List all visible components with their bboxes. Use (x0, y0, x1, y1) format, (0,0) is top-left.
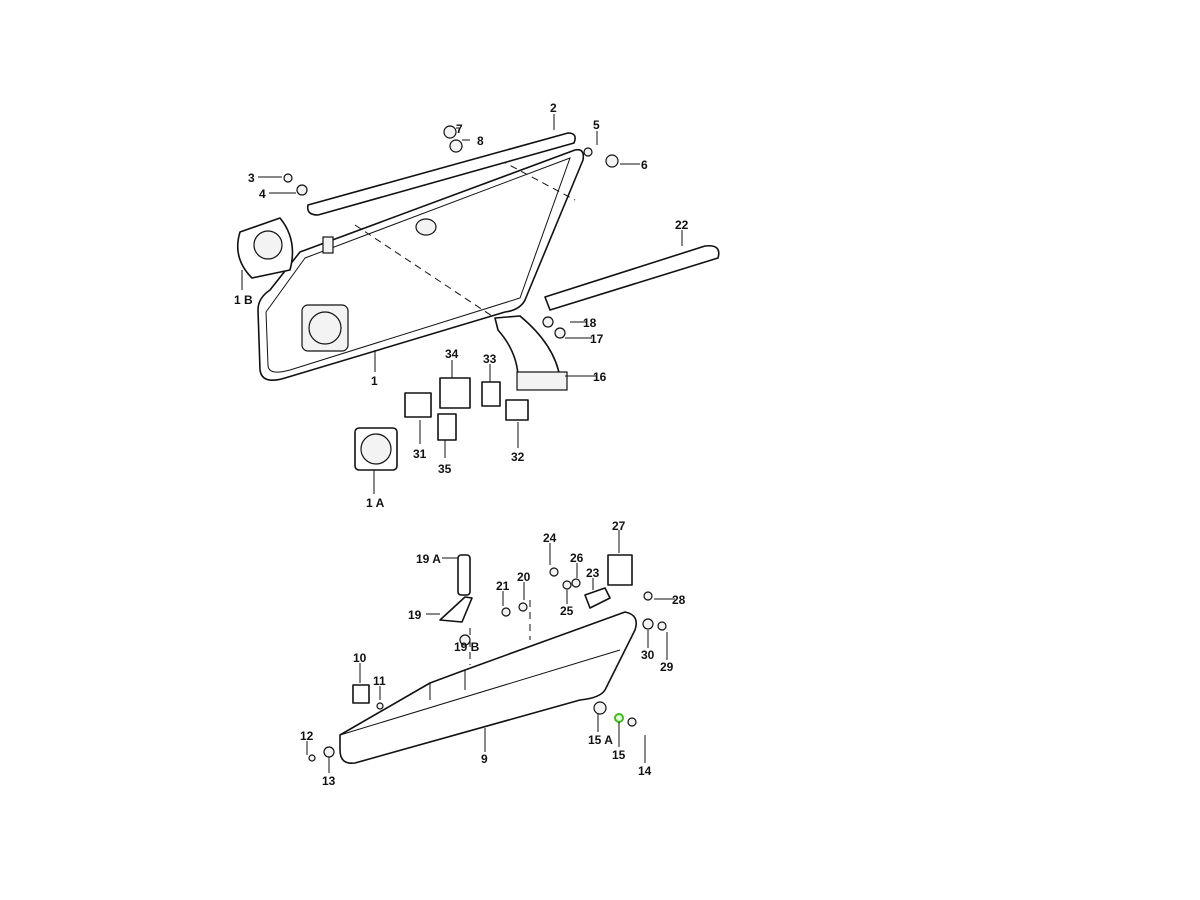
callout-28[interactable]: 28 (672, 593, 686, 607)
armrest-pocket[interactable] (339, 600, 638, 765)
callout-2[interactable]: 2 (550, 101, 557, 115)
callout-11[interactable]: 11 (373, 674, 386, 688)
fasteners (283, 125, 667, 762)
switch-34[interactable] (439, 377, 471, 409)
switch-31[interactable] (404, 392, 432, 418)
clip-10[interactable] (352, 684, 370, 704)
callouts: 1 1 A 1 B 2 3 4 5 6 7 8 9 10 11 12 13 14… (234, 101, 689, 788)
callout-15a[interactable]: 15 A (588, 733, 613, 747)
switch-35[interactable] (437, 413, 457, 441)
callout-26[interactable]: 26 (570, 551, 584, 565)
callout-19[interactable]: 19 (408, 608, 422, 622)
part-19a[interactable] (457, 554, 471, 596)
callout-24[interactable]: 24 (543, 531, 557, 545)
callout-21[interactable]: 21 (496, 579, 510, 593)
highlighted-part-15[interactable] (614, 713, 624, 723)
callout-23[interactable]: 23 (586, 566, 600, 580)
callout-30[interactable]: 30 (641, 648, 655, 662)
speaker-grille[interactable] (354, 427, 398, 471)
callout-14[interactable]: 14 (638, 764, 652, 778)
callout-34[interactable]: 34 (445, 347, 459, 361)
leader-lines (241, 114, 683, 773)
callout-9[interactable]: 9 (481, 752, 488, 766)
callout-35[interactable]: 35 (438, 462, 452, 476)
callout-3[interactable]: 3 (248, 171, 255, 185)
callout-6[interactable]: 6 (641, 158, 648, 172)
callout-4[interactable]: 4 (259, 187, 266, 201)
switch-32[interactable] (505, 399, 529, 421)
callout-16[interactable]: 16 (593, 370, 607, 384)
callout-22[interactable]: 22 (675, 218, 689, 232)
callout-5[interactable]: 5 (593, 118, 600, 132)
callout-13[interactable]: 13 (322, 774, 336, 788)
callout-1b[interactable]: 1 B (234, 293, 253, 307)
armrest-top[interactable] (544, 244, 720, 311)
callout-1a[interactable]: 1 A (366, 496, 385, 510)
callout-1[interactable]: 1 (371, 374, 378, 388)
callout-32[interactable]: 32 (511, 450, 525, 464)
callout-8[interactable]: 8 (477, 134, 484, 148)
callout-19a[interactable]: 19 A (416, 552, 441, 566)
door-panel[interactable] (257, 148, 585, 381)
callout-31[interactable]: 31 (413, 447, 427, 461)
part-19[interactable] (439, 596, 473, 623)
callout-33[interactable]: 33 (483, 352, 497, 366)
trim-strip[interactable] (306, 132, 576, 216)
speaker-housing[interactable] (236, 217, 294, 279)
callout-10[interactable]: 10 (353, 651, 367, 665)
callout-17[interactable]: 17 (590, 332, 604, 346)
callout-19b[interactable]: 19 B (454, 640, 480, 654)
callout-7[interactable]: 7 (456, 122, 463, 136)
speaker-grille-icon (308, 311, 342, 345)
callout-15[interactable]: 15 (612, 748, 626, 762)
callout-20[interactable]: 20 (517, 570, 531, 584)
switch-33[interactable] (481, 381, 501, 407)
latch-27[interactable] (607, 554, 633, 586)
callout-27[interactable]: 27 (612, 519, 626, 533)
callout-25[interactable]: 25 (560, 604, 574, 618)
callout-18[interactable]: 18 (583, 316, 597, 330)
callout-29[interactable]: 29 (660, 660, 674, 674)
part-23[interactable] (584, 587, 611, 609)
callout-12[interactable]: 12 (300, 729, 314, 743)
